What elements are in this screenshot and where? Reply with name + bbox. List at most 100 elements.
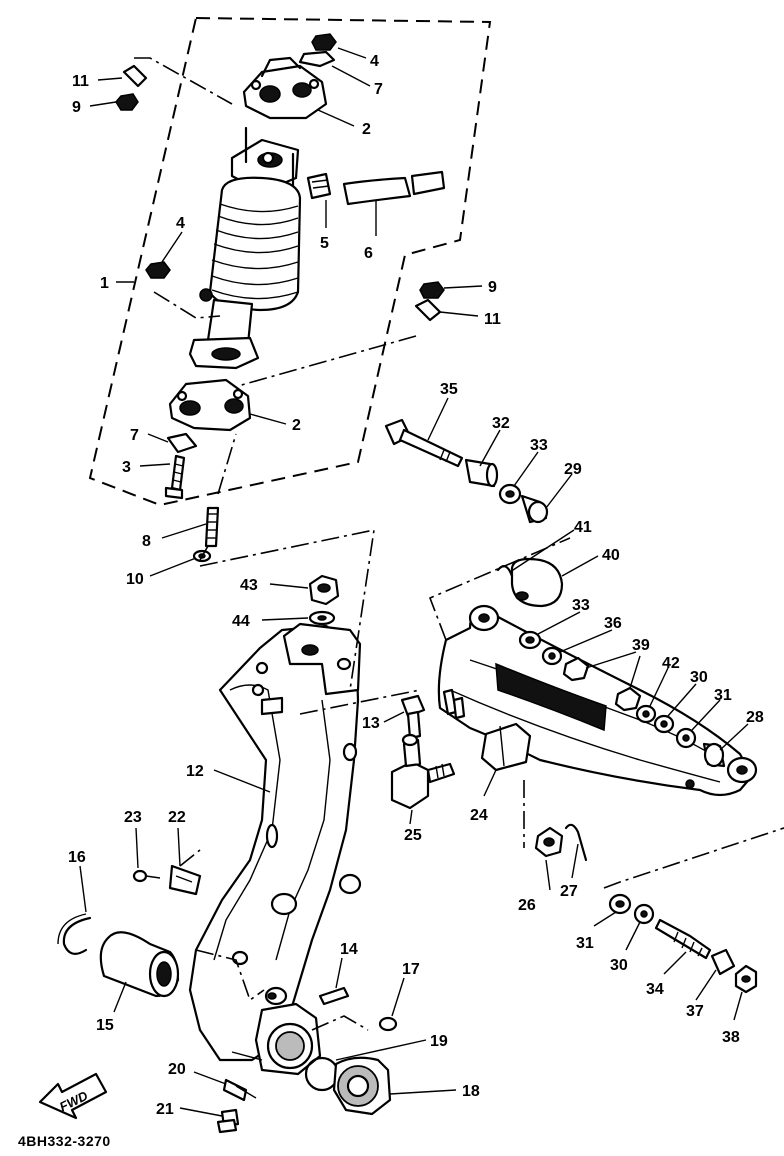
callout-11-top: 11 xyxy=(72,73,89,90)
callout-11-right: 11 xyxy=(484,311,501,328)
callout-8: 8 xyxy=(142,533,151,550)
clip-right xyxy=(414,298,442,322)
washer-31a xyxy=(675,727,697,749)
callout-24: 24 xyxy=(470,807,488,824)
callout-32: 32 xyxy=(492,415,510,432)
cap-18 xyxy=(332,1056,392,1116)
washer-44 xyxy=(308,610,336,626)
sleeve-15 xyxy=(99,931,180,998)
washer-30b xyxy=(633,903,655,925)
callout-2-low: 2 xyxy=(292,417,301,434)
callout-25: 25 xyxy=(404,827,422,844)
drawing-code: 4BH332-3270 xyxy=(18,1133,111,1149)
bolt-13 xyxy=(400,694,426,740)
bushing-28 xyxy=(702,742,726,768)
upper-bracket xyxy=(242,56,328,120)
washer-36 xyxy=(541,646,563,666)
callout-44: 44 xyxy=(232,613,250,630)
callout-41: 41 xyxy=(574,519,592,536)
callout-39: 39 xyxy=(632,637,650,654)
plate-37 xyxy=(710,948,736,976)
callout-35: 35 xyxy=(440,381,458,398)
callout-19: 19 xyxy=(430,1033,448,1050)
callout-6: 6 xyxy=(364,245,373,262)
forward-arrow: FWD xyxy=(38,1072,108,1120)
callout-3: 3 xyxy=(122,459,131,476)
callout-30-mid: 30 xyxy=(690,669,708,686)
screw-21 xyxy=(216,1108,240,1134)
callout-16: 16 xyxy=(68,849,86,866)
cotter-pin-27 xyxy=(564,823,588,862)
air-shock-body xyxy=(188,126,302,370)
callout-40: 40 xyxy=(602,547,620,564)
callout-9-right: 9 xyxy=(488,279,497,296)
clip-upper-left xyxy=(115,64,148,111)
bracket-22 xyxy=(168,864,202,896)
o-ring-17 xyxy=(378,1016,398,1032)
nut-right xyxy=(419,281,445,299)
air-hose xyxy=(342,170,446,206)
nut-38 xyxy=(734,964,758,994)
callout-7-low: 7 xyxy=(130,427,139,444)
callout-31-low: 31 xyxy=(576,935,594,952)
callout-38: 38 xyxy=(722,1029,740,1046)
callout-15: 15 xyxy=(96,1017,114,1034)
callout-34: 34 xyxy=(646,981,664,998)
callout-4-mid: 4 xyxy=(176,215,185,232)
callout-27: 27 xyxy=(560,883,578,900)
bumper-40 xyxy=(510,557,564,608)
screw-23 xyxy=(132,869,161,883)
callout-23: 23 xyxy=(124,809,142,826)
collar-32 xyxy=(464,458,499,488)
callout-1: 1 xyxy=(100,275,109,292)
callout-33-mid: 33 xyxy=(572,597,590,614)
tie-rod-end xyxy=(390,733,456,810)
bolt-20 xyxy=(222,1078,257,1102)
bolt-3 xyxy=(164,454,186,500)
callout-33-top: 33 xyxy=(530,437,548,454)
washer-42 xyxy=(635,704,657,724)
lower-bracket xyxy=(168,378,252,432)
callout-26: 26 xyxy=(518,897,536,914)
a-arm xyxy=(437,604,758,797)
callout-36: 36 xyxy=(604,615,622,632)
callout-20: 20 xyxy=(168,1061,186,1078)
bushing-33a xyxy=(498,483,522,505)
lock-plate-top xyxy=(298,50,336,68)
castle-nut-26 xyxy=(534,826,564,858)
nut-39a xyxy=(562,656,590,682)
callout-18: 18 xyxy=(462,1083,480,1100)
callout-30-low: 30 xyxy=(610,957,628,974)
o-ring-19 xyxy=(304,1056,340,1092)
snap-ring-16 xyxy=(57,913,92,955)
callout-17: 17 xyxy=(402,961,420,978)
callout-42: 42 xyxy=(662,655,680,672)
pin-14 xyxy=(318,986,350,1006)
lock-plate-lower xyxy=(166,432,198,454)
long-bolt-35 xyxy=(384,418,464,468)
bushing-29 xyxy=(520,494,549,524)
callout-22: 22 xyxy=(168,809,186,826)
callout-37: 37 xyxy=(686,1003,704,1020)
callout-12: 12 xyxy=(186,763,204,780)
nut-mid-left xyxy=(145,261,171,279)
clip-41 xyxy=(496,565,514,578)
nut-top xyxy=(311,33,337,51)
callout-21: 21 xyxy=(156,1101,174,1118)
callout-5: 5 xyxy=(320,235,329,252)
callouts: 11 9 4 7 2 4 5 6 1 9 11 2 7 3 8 10 35 32 xyxy=(68,47,764,1118)
assembly-lines xyxy=(134,57,784,1031)
nut-43 xyxy=(308,574,340,606)
washer-30a xyxy=(653,714,675,734)
callout-43: 43 xyxy=(240,577,258,594)
bolt-34 xyxy=(654,918,712,960)
stud-8 xyxy=(204,506,220,548)
callout-7-top: 7 xyxy=(374,81,383,98)
callout-14: 14 xyxy=(340,941,358,958)
hose-fitting xyxy=(306,172,332,200)
callout-29: 29 xyxy=(564,461,582,478)
callout-28: 28 xyxy=(746,709,764,726)
callout-9-top: 9 xyxy=(72,99,81,116)
callout-2-top: 2 xyxy=(362,121,371,138)
